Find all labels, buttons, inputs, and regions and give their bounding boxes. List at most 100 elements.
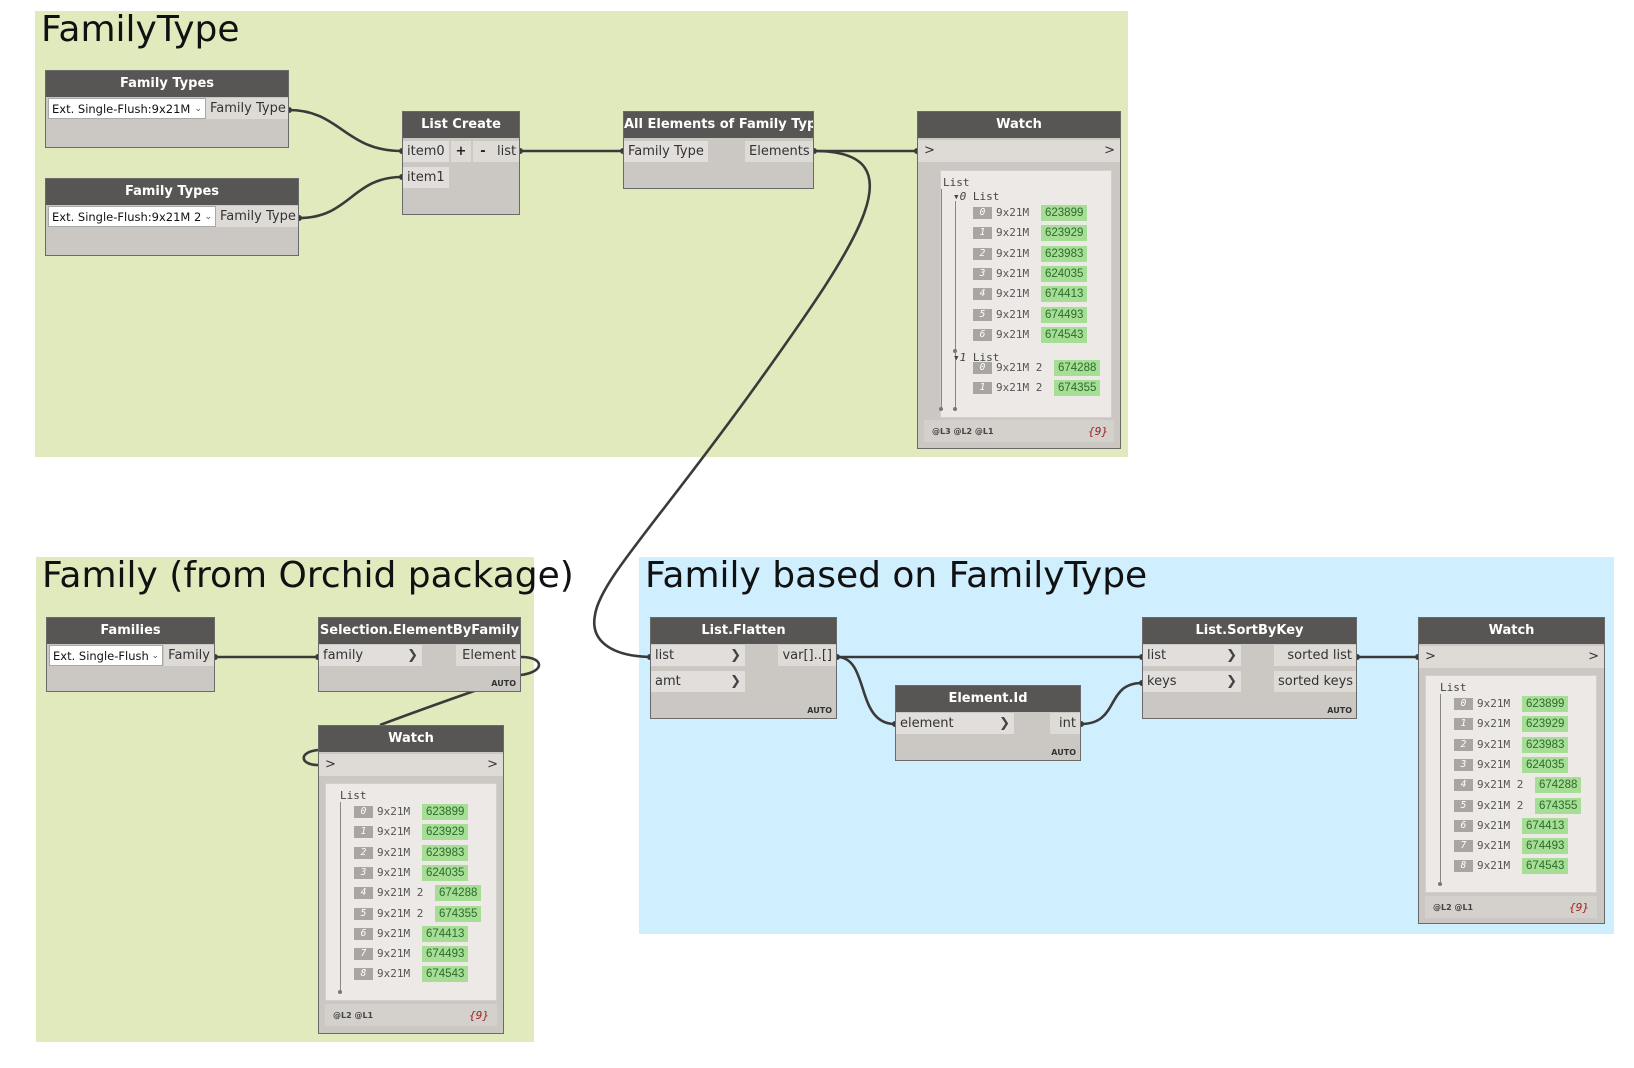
output-port-int[interactable]: int <box>1050 713 1080 734</box>
element-id-value: 674543 <box>1041 326 1088 343</box>
item-name: 9x21M <box>1477 818 1511 832</box>
selection-element-by-family-node[interactable]: Selection.ElementByFamily family❯ Elemen… <box>318 617 521 692</box>
lacing-auto-label[interactable]: AUTO <box>1327 706 1352 715</box>
output-port[interactable]: > <box>1104 143 1115 158</box>
item-index: 0 <box>354 806 373 818</box>
item-index: 6 <box>1454 819 1473 832</box>
list-levels[interactable]: @L2 @L1 <box>1433 903 1474 912</box>
output-port[interactable]: > <box>487 757 498 772</box>
item-index: 4 <box>973 288 992 301</box>
input-port-family-type[interactable]: Family Type <box>624 141 708 162</box>
input-port[interactable]: > <box>1425 649 1436 664</box>
chevron-right-icon: ❯ <box>407 648 418 663</box>
group-title: Family based on FamilyType <box>645 555 1148 596</box>
chevron-down-icon: ⌄ <box>204 212 212 222</box>
item-name: 9x21M 2 <box>996 381 1043 395</box>
node-header: Family Types <box>46 71 288 97</box>
item-index: 2 <box>354 846 373 859</box>
input-port-amt[interactable]: amt❯ <box>651 671 745 692</box>
item-name: 9x21M <box>1477 737 1511 751</box>
list-levels[interactable]: @L3 @L2 @L1 <box>932 427 994 436</box>
list-flatten-node[interactable]: List.Flatten list❯ var[]..[] amt❯ AUTO <box>650 617 837 719</box>
item-index: 7 <box>354 948 373 961</box>
output-port-sorted-list[interactable]: sorted list <box>1274 645 1356 666</box>
output-port-element[interactable]: Element <box>456 645 520 666</box>
list-root-label: List <box>340 789 367 802</box>
item-index: 0 <box>1454 698 1473 710</box>
node-header: All Elements of Family Type <box>624 112 813 138</box>
item-name: 9x21M <box>1477 839 1511 853</box>
output-port-list[interactable]: list <box>493 141 519 162</box>
lacing-auto-label[interactable]: AUTO <box>491 679 516 688</box>
item-name: 9x21M <box>1477 859 1511 873</box>
element-id-value: 674288 <box>435 885 482 902</box>
lacing-auto-label[interactable]: AUTO <box>807 706 832 715</box>
family-dropdown[interactable]: Ext. Single-Flush ⌄ <box>49 645 163 666</box>
input-port[interactable]: > <box>924 143 935 158</box>
element-id-value: 623983 <box>422 844 469 861</box>
wire <box>288 108 403 153</box>
input-port-family[interactable]: family❯ <box>319 645 422 666</box>
list-sort-by-key-node[interactable]: List.SortByKey list❯ sorted list keys❯ s… <box>1142 617 1357 719</box>
chevron-down-icon: ⌄ <box>151 651 159 661</box>
wire <box>1080 681 1143 726</box>
input-port-list[interactable]: list❯ <box>651 645 745 666</box>
family-types-node[interactable]: Family Types Ext. Single-Flush:9x21M 2 ⌄… <box>45 178 299 256</box>
list-create-node[interactable]: List Create item0 + - list item1 <box>402 111 520 215</box>
output-port-family-type[interactable]: Family Type <box>216 206 298 227</box>
element-id-node[interactable]: Element.Id element❯ int AUTO <box>895 685 1081 761</box>
chevron-right-icon: ❯ <box>1226 648 1237 663</box>
node-header: Watch <box>319 726 503 752</box>
all-elements-of-family-type-node[interactable]: All Elements of Family Type Family Type … <box>623 111 814 189</box>
element-id-value: 623899 <box>1041 205 1088 221</box>
node-header: Selection.ElementByFamily <box>319 618 520 644</box>
output-port-sorted-keys[interactable]: sorted keys <box>1274 671 1356 692</box>
dropdown-value: Ext. Single-Flush:9x21M <box>52 102 191 116</box>
item-name: 9x21M 2 <box>377 906 424 920</box>
family-type-dropdown[interactable]: Ext. Single-Flush:9x21M ⌄ <box>48 98 206 119</box>
input-port-item1[interactable]: item1 <box>403 167 449 188</box>
output-port-elements[interactable]: Elements <box>745 141 813 162</box>
item-name: 9x21M <box>377 805 411 818</box>
node-header: List.Flatten <box>651 618 836 644</box>
element-id-value: 624035 <box>1522 756 1569 773</box>
remove-input-button[interactable]: - <box>473 141 493 162</box>
item-index: 5 <box>354 907 373 920</box>
chevron-right-icon: ❯ <box>730 648 741 663</box>
item-name: 9x21M <box>377 947 411 961</box>
family-types-node[interactable]: Family Types Ext. Single-Flush:9x21M ⌄ F… <box>45 70 289 148</box>
item-count: {9} <box>469 1009 489 1022</box>
families-node[interactable]: Families Ext. Single-Flush ⌄ Family <box>46 617 215 692</box>
family-type-dropdown[interactable]: Ext. Single-Flush:9x21M 2 ⌄ <box>48 206 216 227</box>
input-port-item0[interactable]: item0 <box>403 141 449 162</box>
list-levels[interactable]: @L2 @L1 <box>333 1011 374 1020</box>
sublist-label: ▾0 List <box>953 190 1000 203</box>
watch-footer: @L2 @L1 {9} <box>1425 896 1597 918</box>
input-port-keys[interactable]: keys❯ <box>1143 671 1241 692</box>
element-id-value: 674413 <box>1041 286 1088 303</box>
input-port-element[interactable]: element❯ <box>896 713 1014 734</box>
item-index: 6 <box>354 927 373 940</box>
item-index: 4 <box>354 887 373 900</box>
output-port-var[interactable]: var[]..[] <box>778 645 836 666</box>
watch-port-bar: > > <box>918 140 1120 162</box>
element-id-value: 674543 <box>422 966 469 983</box>
input-port[interactable]: > <box>325 757 336 772</box>
output-port-family[interactable]: Family <box>164 645 214 666</box>
lacing-auto-label[interactable]: AUTO <box>1051 748 1076 757</box>
node-header: Family Types <box>46 179 298 205</box>
item-name: 9x21M <box>996 307 1030 321</box>
add-input-button[interactable]: + <box>451 141 471 162</box>
element-id-value: 623899 <box>1522 696 1569 712</box>
input-port-list[interactable]: list❯ <box>1143 645 1241 666</box>
output-port-family-type[interactable]: Family Type <box>206 98 288 119</box>
item-count: {9} <box>1088 425 1108 438</box>
output-port[interactable]: > <box>1588 649 1599 664</box>
